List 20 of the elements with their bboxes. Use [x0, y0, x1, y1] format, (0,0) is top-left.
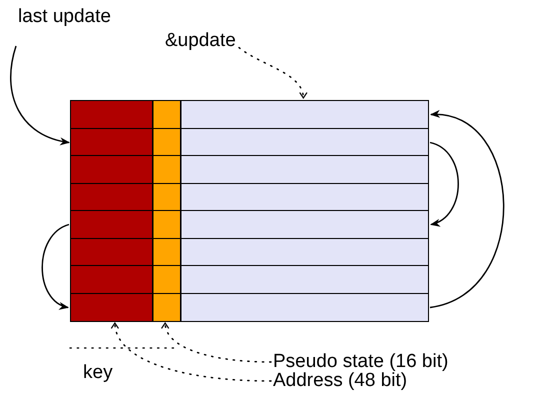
column-label: key — [83, 362, 113, 384]
curved-arrow — [430, 111, 504, 308]
table-row — [70, 100, 429, 129]
table-row — [70, 238, 429, 266]
text-label: &update — [165, 30, 236, 52]
table-row — [70, 210, 429, 239]
text-label: Pseudo state (16 bit) — [273, 351, 448, 373]
text-label: last update — [18, 6, 111, 28]
dotted-arrow — [238, 46, 307, 99]
table-row — [70, 128, 429, 156]
text-label: Address (48 bit) — [273, 370, 408, 392]
table-row — [70, 155, 429, 184]
table-row — [70, 292, 429, 322]
dotted-arrow — [162, 322, 272, 363]
curved-arrow — [42, 224, 70, 308]
curved-arrow — [430, 142, 459, 226]
table-row — [70, 265, 429, 294]
curved-arrow — [10, 46, 70, 145]
table-row — [70, 182, 429, 212]
dotted-arrow — [112, 322, 272, 382]
